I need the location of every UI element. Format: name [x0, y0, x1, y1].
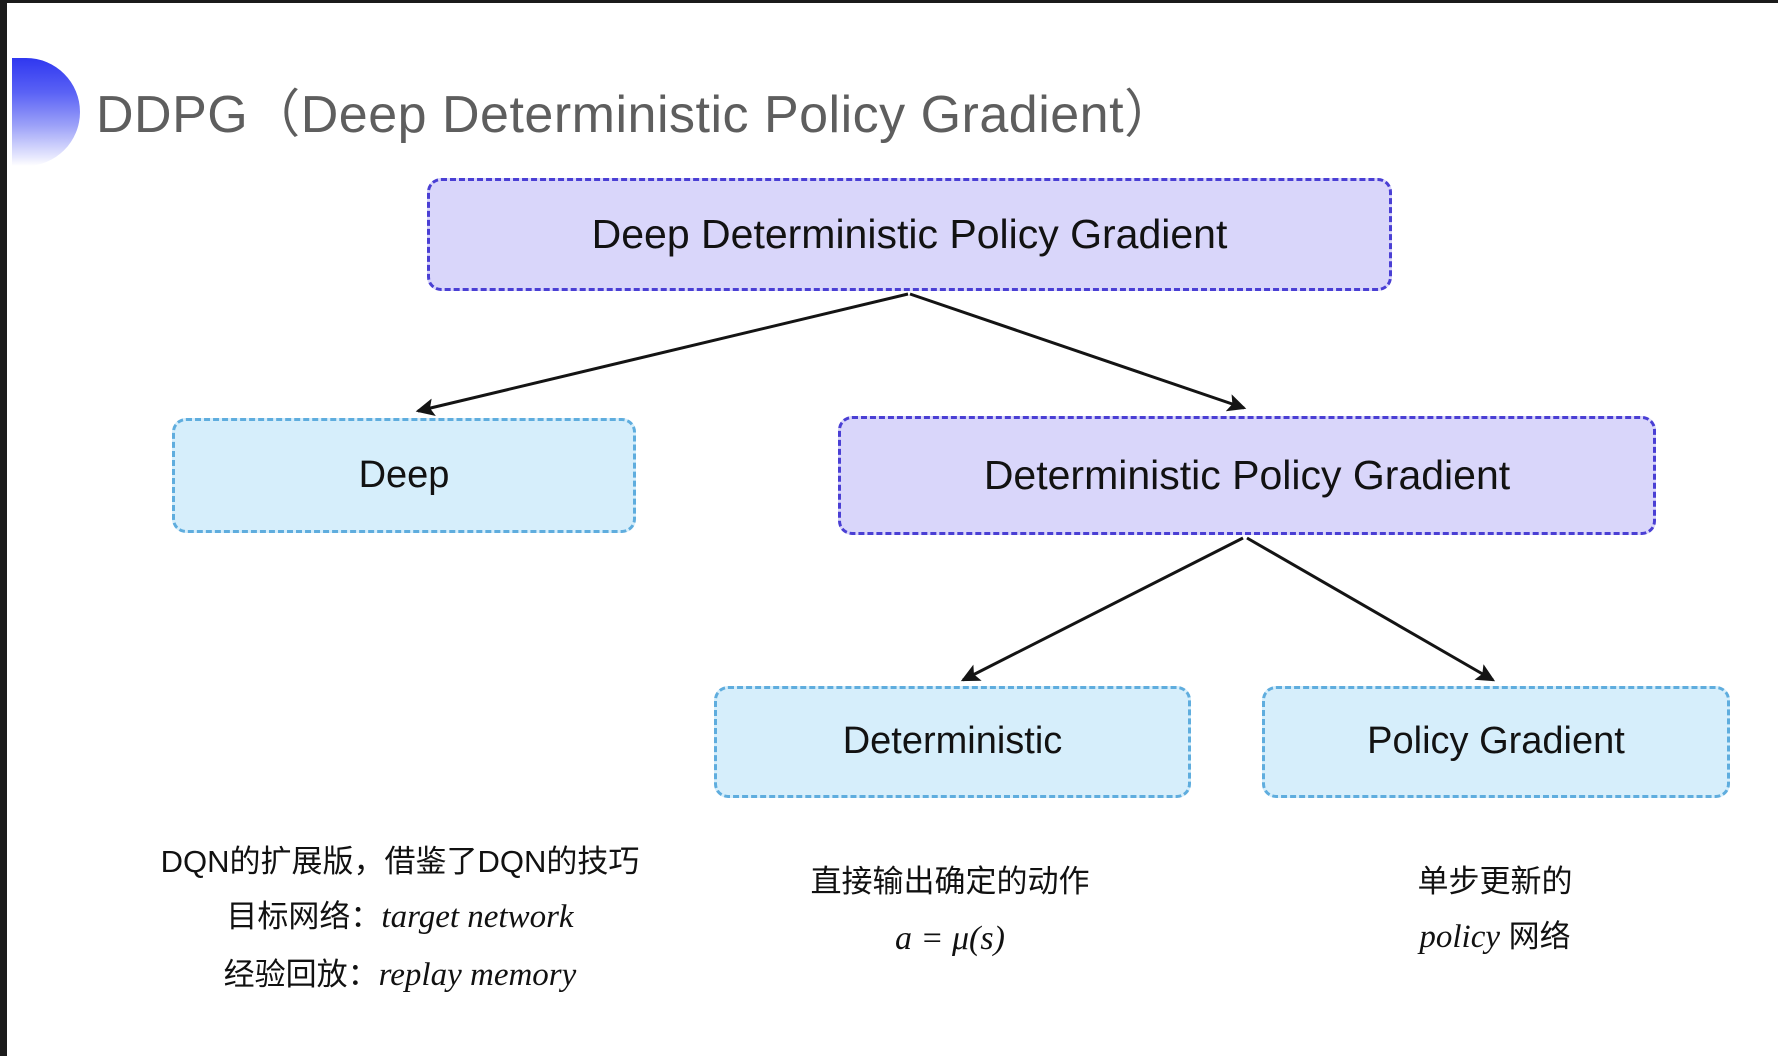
caption-deterministic-line1: 直接输出确定的动作: [810, 864, 1090, 899]
caption-deep: DQN的扩展版，借鉴了DQN的技巧 目标网络：target network 经验…: [120, 835, 680, 1005]
edge-dpg-to-policy-gradient: [1246, 536, 1496, 682]
caption-deep-line2-label: 目标网络：: [226, 899, 382, 935]
caption-policy-gradient-line2: policy 网络: [1285, 909, 1705, 967]
caption-policy-gradient-suffix: 网络: [1500, 919, 1571, 955]
title-decoration-icon: [12, 58, 80, 166]
caption-deep-line2-term: target network: [381, 899, 574, 936]
caption-deep-line1: DQN的扩展版，借鉴了DQN的技巧: [160, 844, 640, 879]
caption-deterministic-formula: a = μ(s): [895, 920, 1005, 958]
node-deep-label: Deep: [358, 453, 450, 496]
node-dpg-label: Deterministic Policy Gradient: [983, 451, 1511, 498]
node-deterministic[interactable]: Deterministic: [714, 686, 1191, 798]
node-deterministic-label: Deterministic: [842, 720, 1063, 763]
caption-deep-line3-label: 经验回放：: [223, 957, 379, 992]
node-root-label: Deep Deterministic Policy Gradient: [591, 210, 1228, 257]
slide-left-edge: [0, 0, 7, 1056]
node-policy-gradient-label: Policy Gradient: [1367, 720, 1625, 763]
edge-dpg-to-deterministic: [960, 536, 1244, 682]
node-deep[interactable]: Deep: [172, 418, 636, 533]
caption-policy-gradient-line1: 单步更新的: [1417, 864, 1573, 899]
caption-policy-gradient-term: policy: [1419, 919, 1500, 956]
node-deterministic-policy-gradient[interactable]: Deterministic Policy Gradient: [838, 416, 1656, 535]
caption-deep-line2: 目标网络：target network: [120, 889, 680, 947]
caption-deep-line3: 经验回放：replay memory: [120, 947, 680, 1005]
caption-policy-gradient: 单步更新的 policy 网络: [1285, 855, 1705, 967]
slide-top-edge: [0, 0, 1778, 3]
caption-deterministic: 直接输出确定的动作 a = μ(s): [730, 855, 1170, 969]
edge-root-to-deep: [415, 292, 909, 416]
edge-root-to-dpg: [909, 292, 1247, 412]
node-policy-gradient[interactable]: Policy Gradient: [1262, 686, 1730, 798]
node-root[interactable]: Deep Deterministic Policy Gradient: [427, 178, 1392, 291]
page-title: DDPG（Deep Deterministic Policy Gradient）: [96, 86, 1177, 144]
caption-deep-line3-term: replay memory: [378, 957, 577, 993]
